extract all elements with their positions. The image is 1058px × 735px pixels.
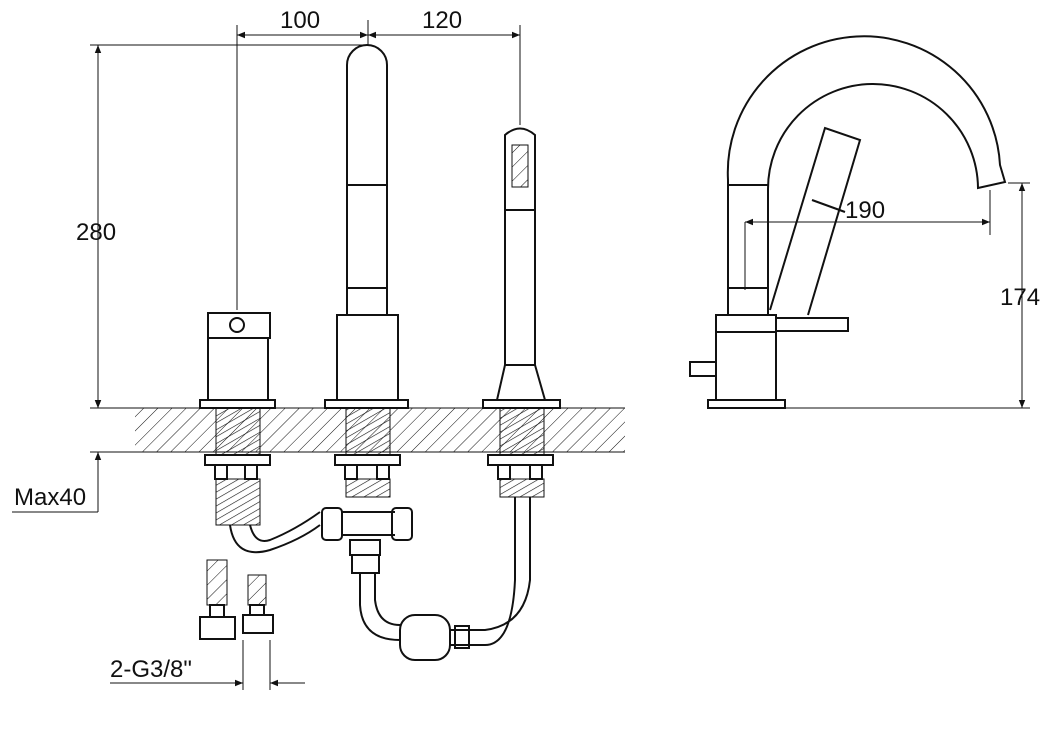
dim-190: 190 <box>845 197 885 224</box>
dim-280: 280 <box>76 219 116 246</box>
dim-174: 174 <box>1000 284 1040 311</box>
dim-120: 120 <box>422 7 462 34</box>
side-view: 190 174 <box>689 35 1040 409</box>
spout <box>324 44 409 498</box>
hand-shower <box>482 127 561 498</box>
hoses <box>229 497 531 661</box>
supply-hoses: 2-G3/8" <box>110 559 305 690</box>
dim-100: 100 <box>280 7 320 34</box>
height-dimension: 280 Max40 <box>12 44 362 513</box>
mixer-handle <box>199 312 276 526</box>
dim-max40: Max40 <box>14 484 86 511</box>
top-dimensions: 100 120 <box>236 7 521 310</box>
dim-connection: 2-G3/8" <box>110 656 192 683</box>
